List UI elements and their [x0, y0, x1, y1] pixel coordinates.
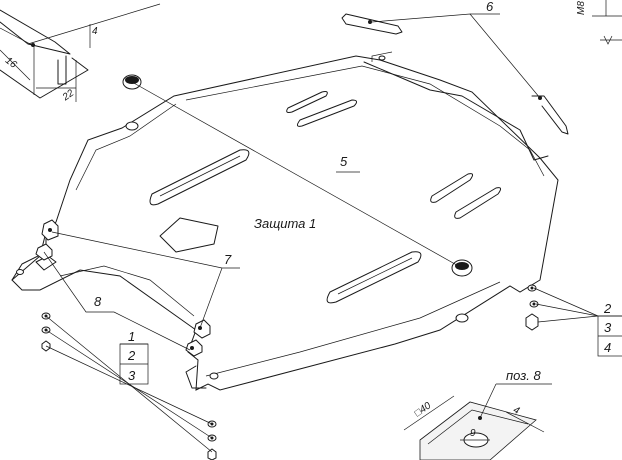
detail-position-8: [403, 383, 552, 460]
position-label-8: 8: [94, 294, 102, 309]
leaders-2-3-4: [533, 287, 622, 357]
bracket-detail: [0, 3, 161, 102]
position-label-1: 1: [128, 329, 135, 344]
position-label-2-right: 2: [603, 301, 612, 316]
position-label-5: 5: [340, 154, 348, 169]
position-label-7: 7: [224, 252, 232, 267]
position-label-3-right: 3: [604, 320, 612, 335]
dim-4-detail: 4: [511, 405, 521, 418]
protection-plate: [11, 51, 559, 391]
detail-caption: поз. 8: [506, 368, 542, 383]
position-label-6: 6: [486, 0, 494, 14]
leader-7b: [199, 267, 223, 329]
fastener-group-right: [525, 284, 539, 331]
ventilation-slots: [149, 91, 502, 304]
mounting-holes: [16, 55, 469, 380]
leaders-1-2-3: [45, 315, 213, 453]
dim-square-40: □40: [413, 400, 434, 419]
dim-22: 22: [60, 88, 77, 104]
dim-16: 16: [3, 55, 19, 71]
dim-m8: M8: [576, 1, 587, 15]
position-label-4-right: 4: [604, 340, 611, 355]
position-label-2-left: 2: [127, 348, 136, 363]
m8-fragment: [592, 0, 622, 45]
dim-9: 9: [470, 428, 476, 439]
position-label-3-left: 3: [128, 368, 136, 383]
leader-5: [131, 81, 463, 269]
leader-8: [43, 251, 191, 351]
dim-4-top: 4: [92, 26, 98, 37]
part-title: Защита 1: [254, 216, 316, 231]
